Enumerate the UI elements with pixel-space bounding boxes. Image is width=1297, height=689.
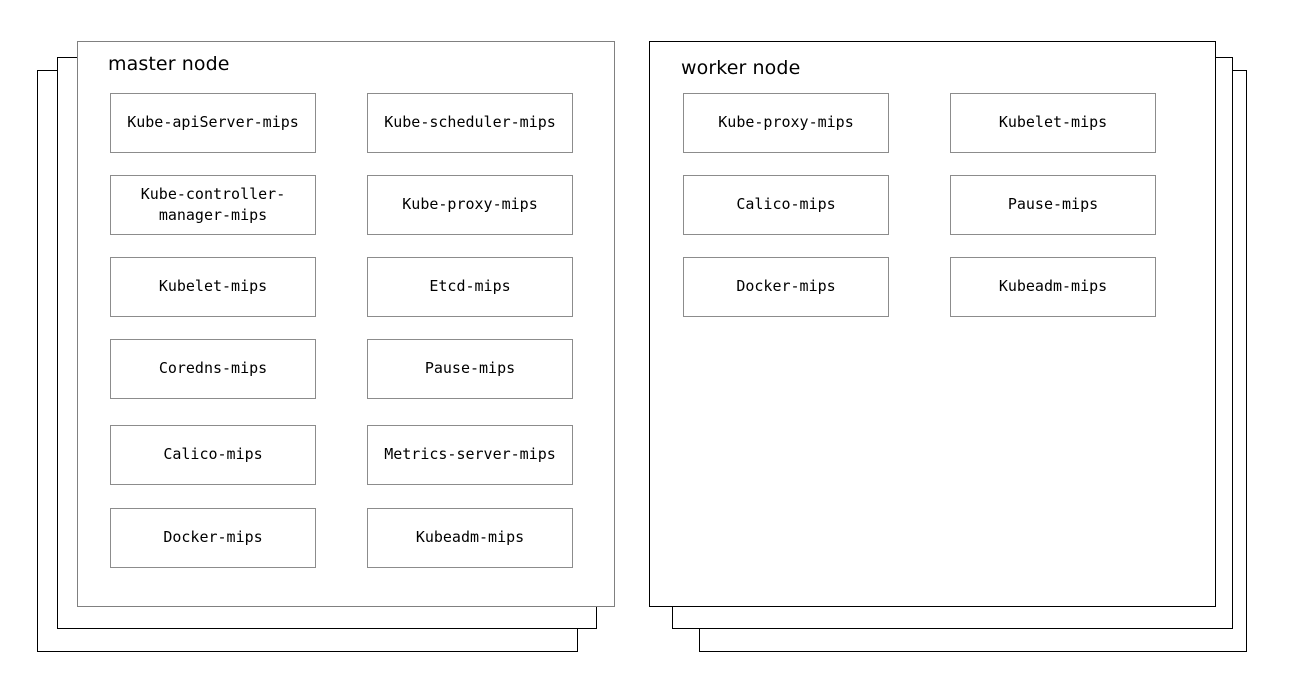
worker-node-card[interactable]: worker node Kube-proxy-mips Calico-mips … <box>649 41 1216 607</box>
component-box-kube-proxy[interactable]: Kube-proxy-mips <box>367 175 573 235</box>
component-label: Kubeadm-mips <box>998 277 1108 296</box>
component-label: Kube-controller-manager-mips <box>140 184 286 224</box>
component-box-kube-scheduler[interactable]: Kube-scheduler-mips <box>367 93 573 153</box>
component-box-worker-kubeadm[interactable]: Kubeadm-mips <box>950 257 1156 317</box>
component-label: Kube-proxy-mips <box>402 195 538 214</box>
component-label: Kubelet-mips <box>998 113 1108 132</box>
component-box-calico[interactable]: Calico-mips <box>110 425 316 485</box>
component-box-docker[interactable]: Docker-mips <box>110 508 316 568</box>
component-label: Docker-mips <box>163 528 263 547</box>
component-label: Pause-mips <box>424 359 516 378</box>
component-box-kube-controller-manager[interactable]: Kube-controller-manager-mips <box>110 175 316 235</box>
master-node-title: master node <box>108 53 230 75</box>
component-label: Calico-mips <box>736 195 836 214</box>
component-box-worker-docker[interactable]: Docker-mips <box>683 257 889 317</box>
component-label: Calico-mips <box>163 445 263 464</box>
component-label: Kubeadm-mips <box>415 528 525 547</box>
component-box-pause[interactable]: Pause-mips <box>367 339 573 399</box>
component-box-worker-kubelet[interactable]: Kubelet-mips <box>950 93 1156 153</box>
component-label: Coredns-mips <box>158 359 268 378</box>
component-label: Kube-proxy-mips <box>718 113 854 132</box>
component-label: Kube-scheduler-mips <box>384 113 556 132</box>
master-node-card[interactable]: master node Kube-apiServer-mips Kube-con… <box>77 41 615 607</box>
component-box-worker-calico[interactable]: Calico-mips <box>683 175 889 235</box>
component-label: Kube-apiServer-mips <box>127 113 299 132</box>
component-box-worker-kube-proxy[interactable]: Kube-proxy-mips <box>683 93 889 153</box>
component-box-worker-pause[interactable]: Pause-mips <box>950 175 1156 235</box>
component-label: Pause-mips <box>1007 195 1099 214</box>
component-box-coredns[interactable]: Coredns-mips <box>110 339 316 399</box>
component-box-kubeadm[interactable]: Kubeadm-mips <box>367 508 573 568</box>
worker-node-title: worker node <box>681 57 801 79</box>
component-label: Etcd-mips <box>429 277 511 296</box>
component-box-etcd[interactable]: Etcd-mips <box>367 257 573 317</box>
component-box-kubelet[interactable]: Kubelet-mips <box>110 257 316 317</box>
component-box-metrics-server[interactable]: Metrics-server-mips <box>367 425 573 485</box>
component-label: Docker-mips <box>736 277 836 296</box>
component-label: Kubelet-mips <box>158 277 268 296</box>
component-box-kube-apiserver[interactable]: Kube-apiServer-mips <box>110 93 316 153</box>
component-label: Metrics-server-mips <box>384 445 556 464</box>
